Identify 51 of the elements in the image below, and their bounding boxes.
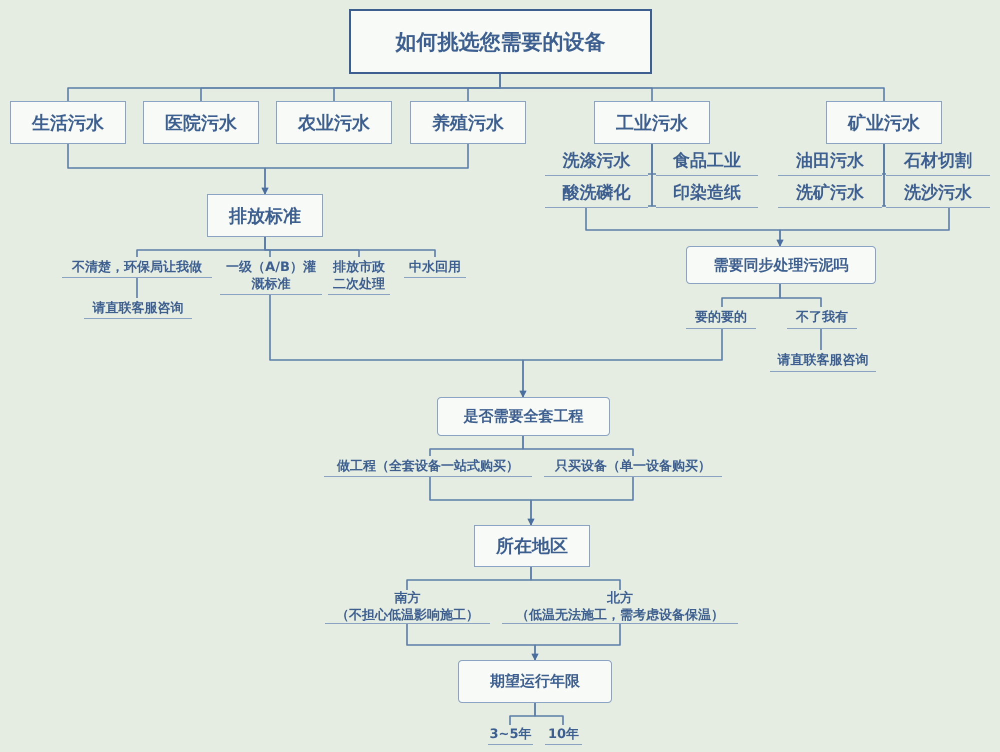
process-box: 农业污水 xyxy=(276,101,392,144)
process-box: 排放标准 xyxy=(207,194,323,237)
option-label: 不清楚，环保局让我做 xyxy=(62,257,212,278)
process-box: 期望运行年限 xyxy=(458,660,612,703)
option-label: 油田污水 xyxy=(778,148,882,176)
connector-line xyxy=(651,144,656,207)
connector-line xyxy=(530,567,621,590)
arrow xyxy=(520,329,723,398)
option-label: 洗矿污水 xyxy=(778,180,882,208)
process-box: 需要同步处理污泥吗 xyxy=(686,246,876,284)
arrow xyxy=(776,208,950,247)
option-label: 不了我有 xyxy=(787,307,857,329)
process-box: 是否需要全套工程 xyxy=(437,397,610,436)
option-label: 做工程（全套设备一站式购买） xyxy=(324,456,532,477)
option-label: 排放市政二次处理 xyxy=(328,257,390,295)
option-label: 印染造纸 xyxy=(656,180,758,208)
option-label: 酸洗磷化 xyxy=(545,180,648,208)
title-box: 如何挑选您需要的设备 xyxy=(349,9,652,74)
process-box: 工业污水 xyxy=(594,101,710,144)
option-label: 石材切割 xyxy=(886,148,990,176)
connector-line xyxy=(779,284,822,307)
connector-line xyxy=(534,703,564,725)
arrow xyxy=(262,144,469,195)
connector-line xyxy=(136,278,138,298)
option-label xyxy=(502,590,738,624)
arrow xyxy=(528,477,634,526)
process-box: 医院污水 xyxy=(143,101,259,144)
option-label: 要的要的 xyxy=(686,307,756,329)
option-label: 请直联客服咨询 xyxy=(770,350,876,372)
option-label: 只买设备（单一设备购买） xyxy=(544,456,722,477)
process-box: 生活污水 xyxy=(10,101,126,144)
option-label: 洗沙污水 xyxy=(886,180,990,208)
process-box: 所在地区 xyxy=(474,525,590,567)
option-label: 3~5年 xyxy=(488,725,533,745)
connector-line xyxy=(820,329,822,350)
option-label: 食品工业 xyxy=(656,148,758,176)
option-label xyxy=(325,590,490,624)
option-label: 洗涤污水 xyxy=(545,148,648,176)
process-box: 养殖污水 xyxy=(410,101,526,144)
option-note: （不担心低温影响施工） xyxy=(336,606,479,624)
process-box: 矿业污水 xyxy=(826,101,942,144)
option-heading: 南方 xyxy=(394,590,420,606)
option-label: 中水回用 xyxy=(404,257,466,278)
option-label: 请直联客服咨询 xyxy=(84,298,192,319)
connector-line xyxy=(522,436,634,456)
connector-line xyxy=(264,237,436,257)
option-heading: 北方 xyxy=(607,590,633,606)
option-label: 一级（A/B）灌溉标准 xyxy=(220,257,322,295)
option-label: 10年 xyxy=(545,725,582,745)
arrow xyxy=(532,624,621,661)
option-note: （低温无法施工，需考虑设备保温） xyxy=(516,606,724,624)
